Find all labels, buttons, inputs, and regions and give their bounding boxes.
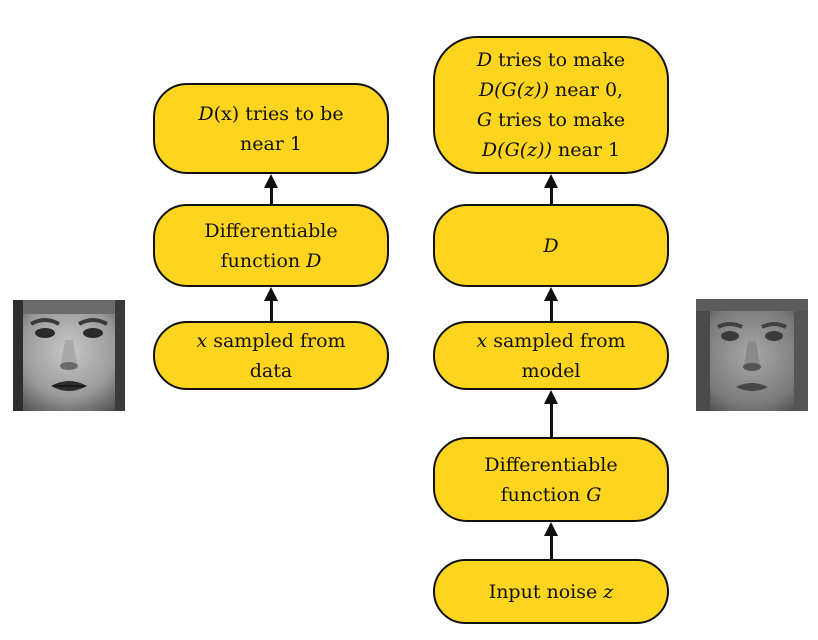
objective-line-1: D tries to make <box>476 49 626 71</box>
arrow-right-4 <box>544 174 558 204</box>
objective-box: D tries to make D(G(z)) near 0, G tries … <box>433 36 669 174</box>
real-output-line-1: D(x) tries to be <box>198 102 344 125</box>
function-g-line-2: function G <box>500 483 602 506</box>
model-sample-line-2: model <box>521 359 581 382</box>
data-sample-box: x sampled from data <box>153 321 389 390</box>
discriminator-real-output-box: D(x) tries to be near 1 <box>153 83 389 174</box>
discriminator-d-box: D <box>433 204 669 287</box>
arrow-right-1 <box>544 522 558 559</box>
arrow-left-1 <box>264 287 278 321</box>
model-sample-box: x sampled from model <box>433 321 669 390</box>
arrow-right-3 <box>544 287 558 321</box>
generated-face-image <box>696 299 808 411</box>
input-noise-label: Input noise z <box>488 580 614 603</box>
generator-function-box: Differentiable function G <box>433 437 669 522</box>
function-d-line-1: Differentiable <box>204 219 338 242</box>
real-output-line-2: near 1 <box>239 132 303 155</box>
objective-line-2: D(G(z)) near 0, <box>478 79 624 101</box>
discriminator-function-box: Differentiable function D <box>153 204 389 287</box>
objective-line-4: D(G(z)) near 1 <box>481 139 621 161</box>
arrow-right-2 <box>544 390 558 437</box>
input-noise-box: Input noise z <box>433 559 669 624</box>
real-face-image <box>13 300 125 411</box>
model-sample-line-1: x sampled from <box>476 329 626 352</box>
objective-line-3: G tries to make <box>476 109 626 131</box>
function-d-line-2: function D <box>220 249 322 272</box>
arrow-left-2 <box>264 174 278 204</box>
data-sample-line-2: data <box>249 359 293 382</box>
data-sample-line-1: x sampled from <box>196 329 346 352</box>
discriminator-label: D <box>543 234 559 257</box>
function-g-line-1: Differentiable <box>484 453 618 476</box>
